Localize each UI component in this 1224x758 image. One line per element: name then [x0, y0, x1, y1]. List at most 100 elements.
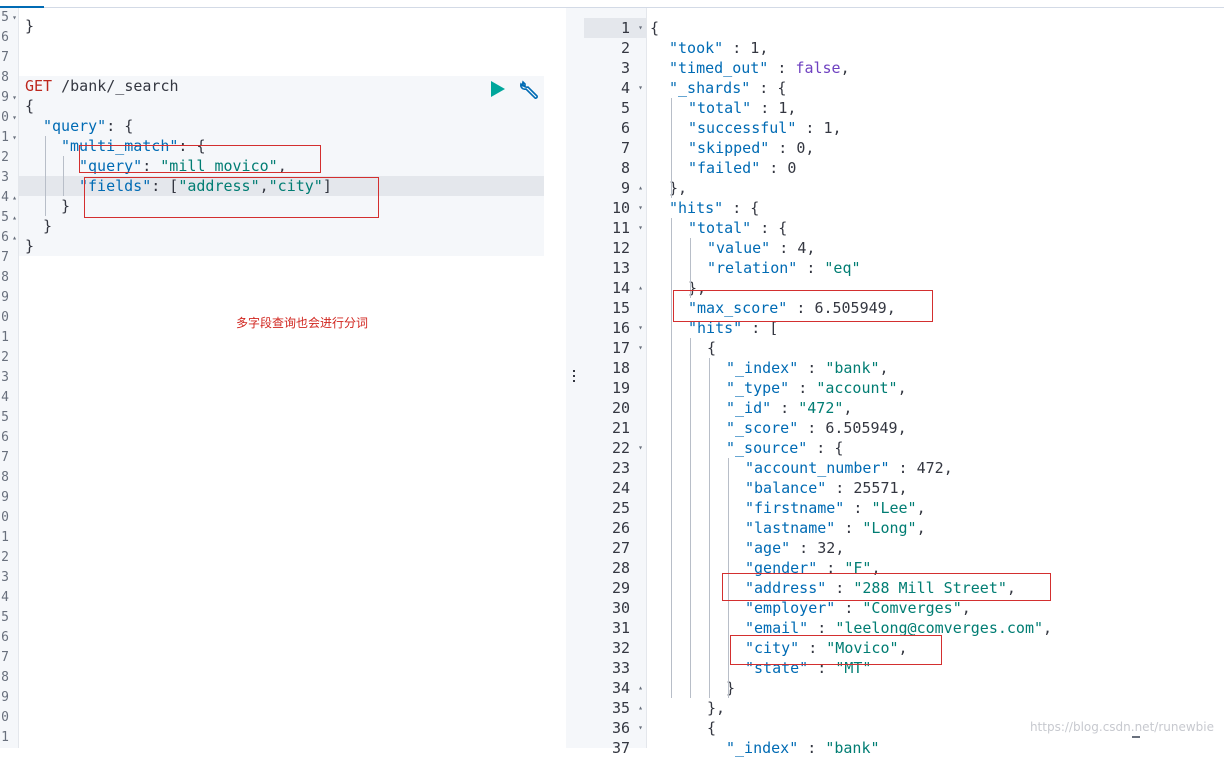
wrench-icon — [520, 80, 538, 99]
line-number: 13 — [611, 259, 630, 277]
fold-toggle-icon[interactable]: ▾ — [12, 13, 17, 22]
response-viewer-code[interactable]: {"took" : 1,"timed_out" : false,"_shards… — [647, 8, 1224, 757]
line-number: 33 — [611, 659, 630, 677]
code-line: } — [25, 17, 35, 35]
fold-toggle-icon[interactable]: ▾ — [638, 343, 643, 352]
response-line: "successful" : 1, — [688, 119, 842, 137]
editor-splitter[interactable] — [566, 8, 584, 748]
line-number: 9 — [1, 690, 9, 705]
response-line: "timed_out" : false, — [669, 59, 850, 77]
response-line: "age" : 32, — [745, 539, 845, 557]
line-number: 28 — [611, 559, 630, 577]
response-line: "state" : "MT" — [745, 659, 872, 677]
line-number: 22▾ — [611, 439, 643, 457]
fold-toggle-icon[interactable]: ▴ — [638, 183, 643, 192]
fold-toggle-icon[interactable]: ▴ — [638, 703, 643, 712]
response-line: "total" : { — [688, 219, 788, 237]
line-number: 7 — [1, 650, 9, 665]
fold-toggle-icon[interactable]: ▾ — [638, 723, 643, 732]
fold-toggle-icon[interactable]: ▾ — [638, 203, 643, 212]
response-line: "failed" : 0 — [688, 159, 797, 177]
run-request-button[interactable] — [489, 79, 507, 99]
line-number: 35▴ — [611, 699, 643, 717]
fold-toggle-icon[interactable]: ▴ — [638, 283, 643, 292]
fold-toggle-icon[interactable]: ▴ — [12, 213, 17, 222]
drag-handle-icon — [572, 370, 576, 386]
fold-toggle-icon[interactable]: ▾ — [638, 223, 643, 232]
request-line[interactable]: GET /bank/_search — [25, 76, 179, 96]
fold-toggle-icon[interactable]: ▾ — [12, 113, 17, 122]
response-line: "lastname" : "Long", — [745, 519, 926, 537]
line-number: 26 — [611, 519, 630, 537]
line-number: 5 — [1, 610, 9, 625]
line-number: 9▴ — [620, 179, 643, 197]
fold-toggle-icon[interactable]: ▴ — [12, 233, 17, 242]
request-editor-code[interactable]: } GET /bank/_search { "query": { "multi_… — [19, 8, 566, 748]
indent-guide — [45, 136, 46, 216]
response-line: }, — [669, 179, 688, 197]
response-line: "hits" : { — [669, 199, 760, 217]
response-line: "firstname" : "Lee", — [745, 499, 926, 517]
response-line: "max_score" : 6.505949, — [688, 299, 896, 317]
line-number: 4▴ — [0, 188, 18, 208]
line-number: 29 — [611, 579, 630, 597]
fold-toggle-icon[interactable]: ▾ — [638, 323, 643, 332]
top-tab-bar — [0, 0, 1224, 8]
line-number: 30 — [611, 599, 630, 617]
response-line: { — [650, 19, 660, 37]
request-settings-button[interactable] — [519, 79, 541, 101]
fold-toggle-icon[interactable]: ▴ — [638, 683, 643, 692]
highlight-box-query — [79, 145, 321, 173]
indent-guide — [728, 458, 729, 698]
line-number: 7 — [1, 450, 9, 465]
request-path: /bank/_search — [52, 77, 179, 95]
line-number: 8 — [1, 670, 9, 685]
line-number: 12 — [611, 239, 630, 257]
line-number: 5▾ — [0, 8, 18, 28]
code-line: "query": "mill movico", — [79, 157, 287, 175]
line-number: 23 — [611, 459, 630, 477]
indent-guide — [690, 238, 691, 298]
code-line: } — [43, 217, 53, 235]
line-number: 3 — [1, 170, 9, 185]
line-number: 16▾ — [611, 319, 643, 337]
indent-guide — [671, 218, 672, 698]
line-number: 2 — [1, 350, 9, 365]
code-line: "fields": ["address","city"] — [79, 177, 332, 195]
line-number: 7 — [620, 139, 630, 157]
watermark: https://blog.csdn.net/runewbie — [1029, 720, 1214, 734]
response-line: "_index" : "bank" — [726, 739, 880, 757]
line-number: 1▾ — [0, 128, 18, 148]
line-number: 5▴ — [0, 208, 18, 228]
fold-toggle-icon[interactable]: ▾ — [638, 443, 643, 452]
indent-guide — [671, 98, 672, 198]
line-number: 1 — [1, 730, 9, 745]
line-number: 17▾ — [611, 339, 643, 357]
fold-toggle-icon[interactable]: ▾ — [12, 93, 17, 102]
http-method: GET — [25, 77, 53, 95]
line-number: 0 — [1, 710, 9, 725]
line-number: 3 — [1, 370, 9, 385]
scroll-indicator[interactable] — [1132, 736, 1140, 738]
response-line: { — [707, 719, 717, 737]
line-number: 1▾ — [584, 18, 646, 38]
line-number: 14▴ — [611, 279, 643, 297]
line-number: 3 — [1, 570, 9, 585]
fold-toggle-icon[interactable]: ▾ — [638, 83, 643, 92]
highlight-box-fields — [84, 177, 379, 218]
highlight-box-city — [730, 635, 942, 665]
line-number: 5 — [1, 410, 9, 425]
fold-toggle-icon[interactable]: ▾ — [12, 133, 17, 142]
line-number: 27 — [611, 539, 630, 557]
line-number: 6 — [1, 30, 9, 45]
line-number: 8 — [1, 70, 9, 85]
highlight-box-max-score — [673, 290, 933, 322]
active-tab-indicator[interactable] — [0, 0, 44, 8]
line-number: 10▾ — [611, 199, 643, 217]
fold-toggle-icon[interactable]: ▴ — [12, 193, 17, 202]
line-number: 32 — [611, 639, 630, 657]
fold-toggle-icon[interactable]: ▾ — [638, 23, 643, 32]
